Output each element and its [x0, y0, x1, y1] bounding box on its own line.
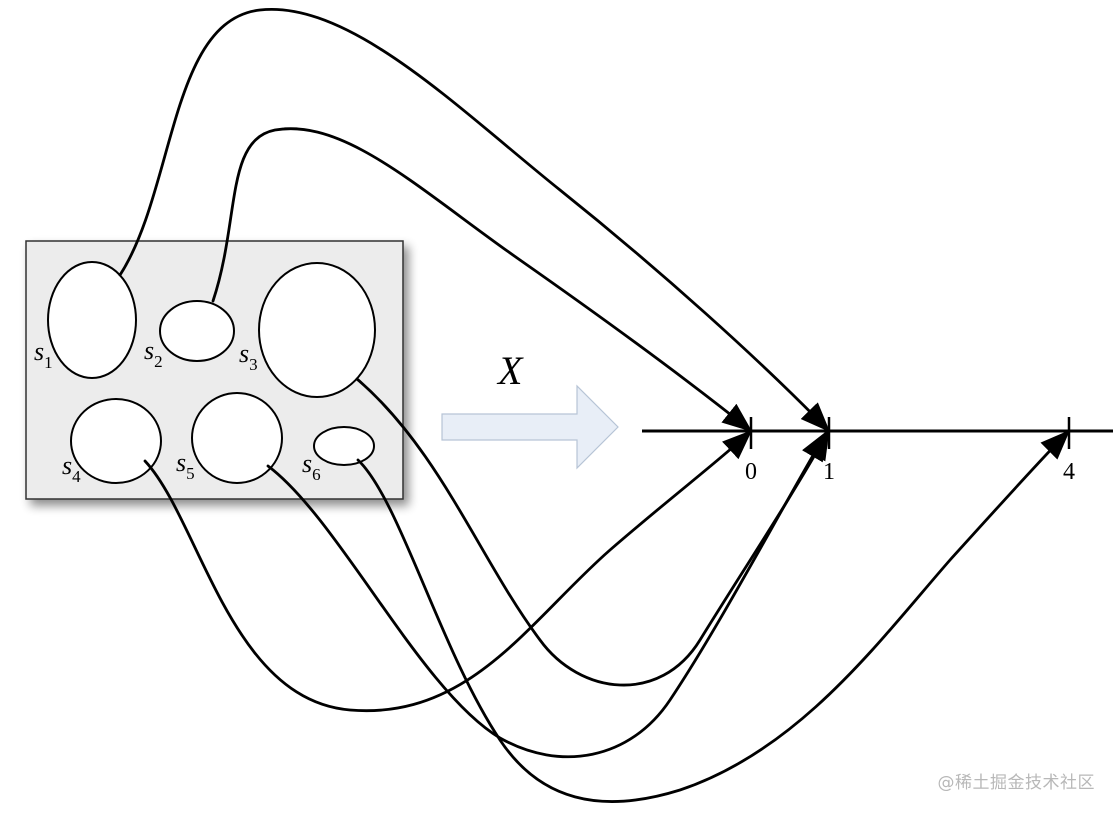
mapping-curve-s6 [356, 429, 1071, 803]
outcome-s5-ellipse [191, 392, 283, 484]
outcome-s2-ellipse [159, 300, 235, 362]
mapping-curve-s4 [143, 429, 753, 713]
outcome-shapes [47, 261, 376, 484]
mapping-arrow [441, 384, 619, 470]
tick-label-0: 0 [745, 459, 757, 485]
tick-label-1: 1 [823, 459, 835, 485]
mapping-curve-s2 [211, 127, 753, 432]
outcome-s1-ellipse [47, 261, 137, 379]
mapping-curve-s5 [266, 430, 828, 758]
outcome-label-s4: s4 [62, 451, 81, 486]
outcome-s6-ellipse [313, 426, 375, 466]
outcome-label-s3: s3 [239, 339, 258, 374]
mapping-curve-s3 [355, 377, 830, 687]
number-line-labels: 0 1 4 [745, 459, 1075, 485]
outcome-labels: s1 s2 s3 s4 s5 s6 [34, 336, 321, 486]
tick-label-4: 4 [1063, 459, 1075, 485]
outcome-s4-ellipse [70, 398, 162, 484]
number-line [642, 417, 1113, 449]
mapping-curves [118, 7, 1071, 803]
outcome-label-s6: s6 [302, 449, 321, 484]
outcome-label-s1: s1 [34, 337, 53, 372]
mapping-curve-s1 [118, 7, 831, 433]
outcome-label-s2: s2 [144, 336, 163, 371]
watermark: @稀土掘金技术社区 [937, 773, 1095, 793]
mapping-label: X [496, 348, 524, 393]
outcome-label-s5: s5 [176, 448, 195, 483]
outcome-s3-ellipse [258, 262, 376, 398]
